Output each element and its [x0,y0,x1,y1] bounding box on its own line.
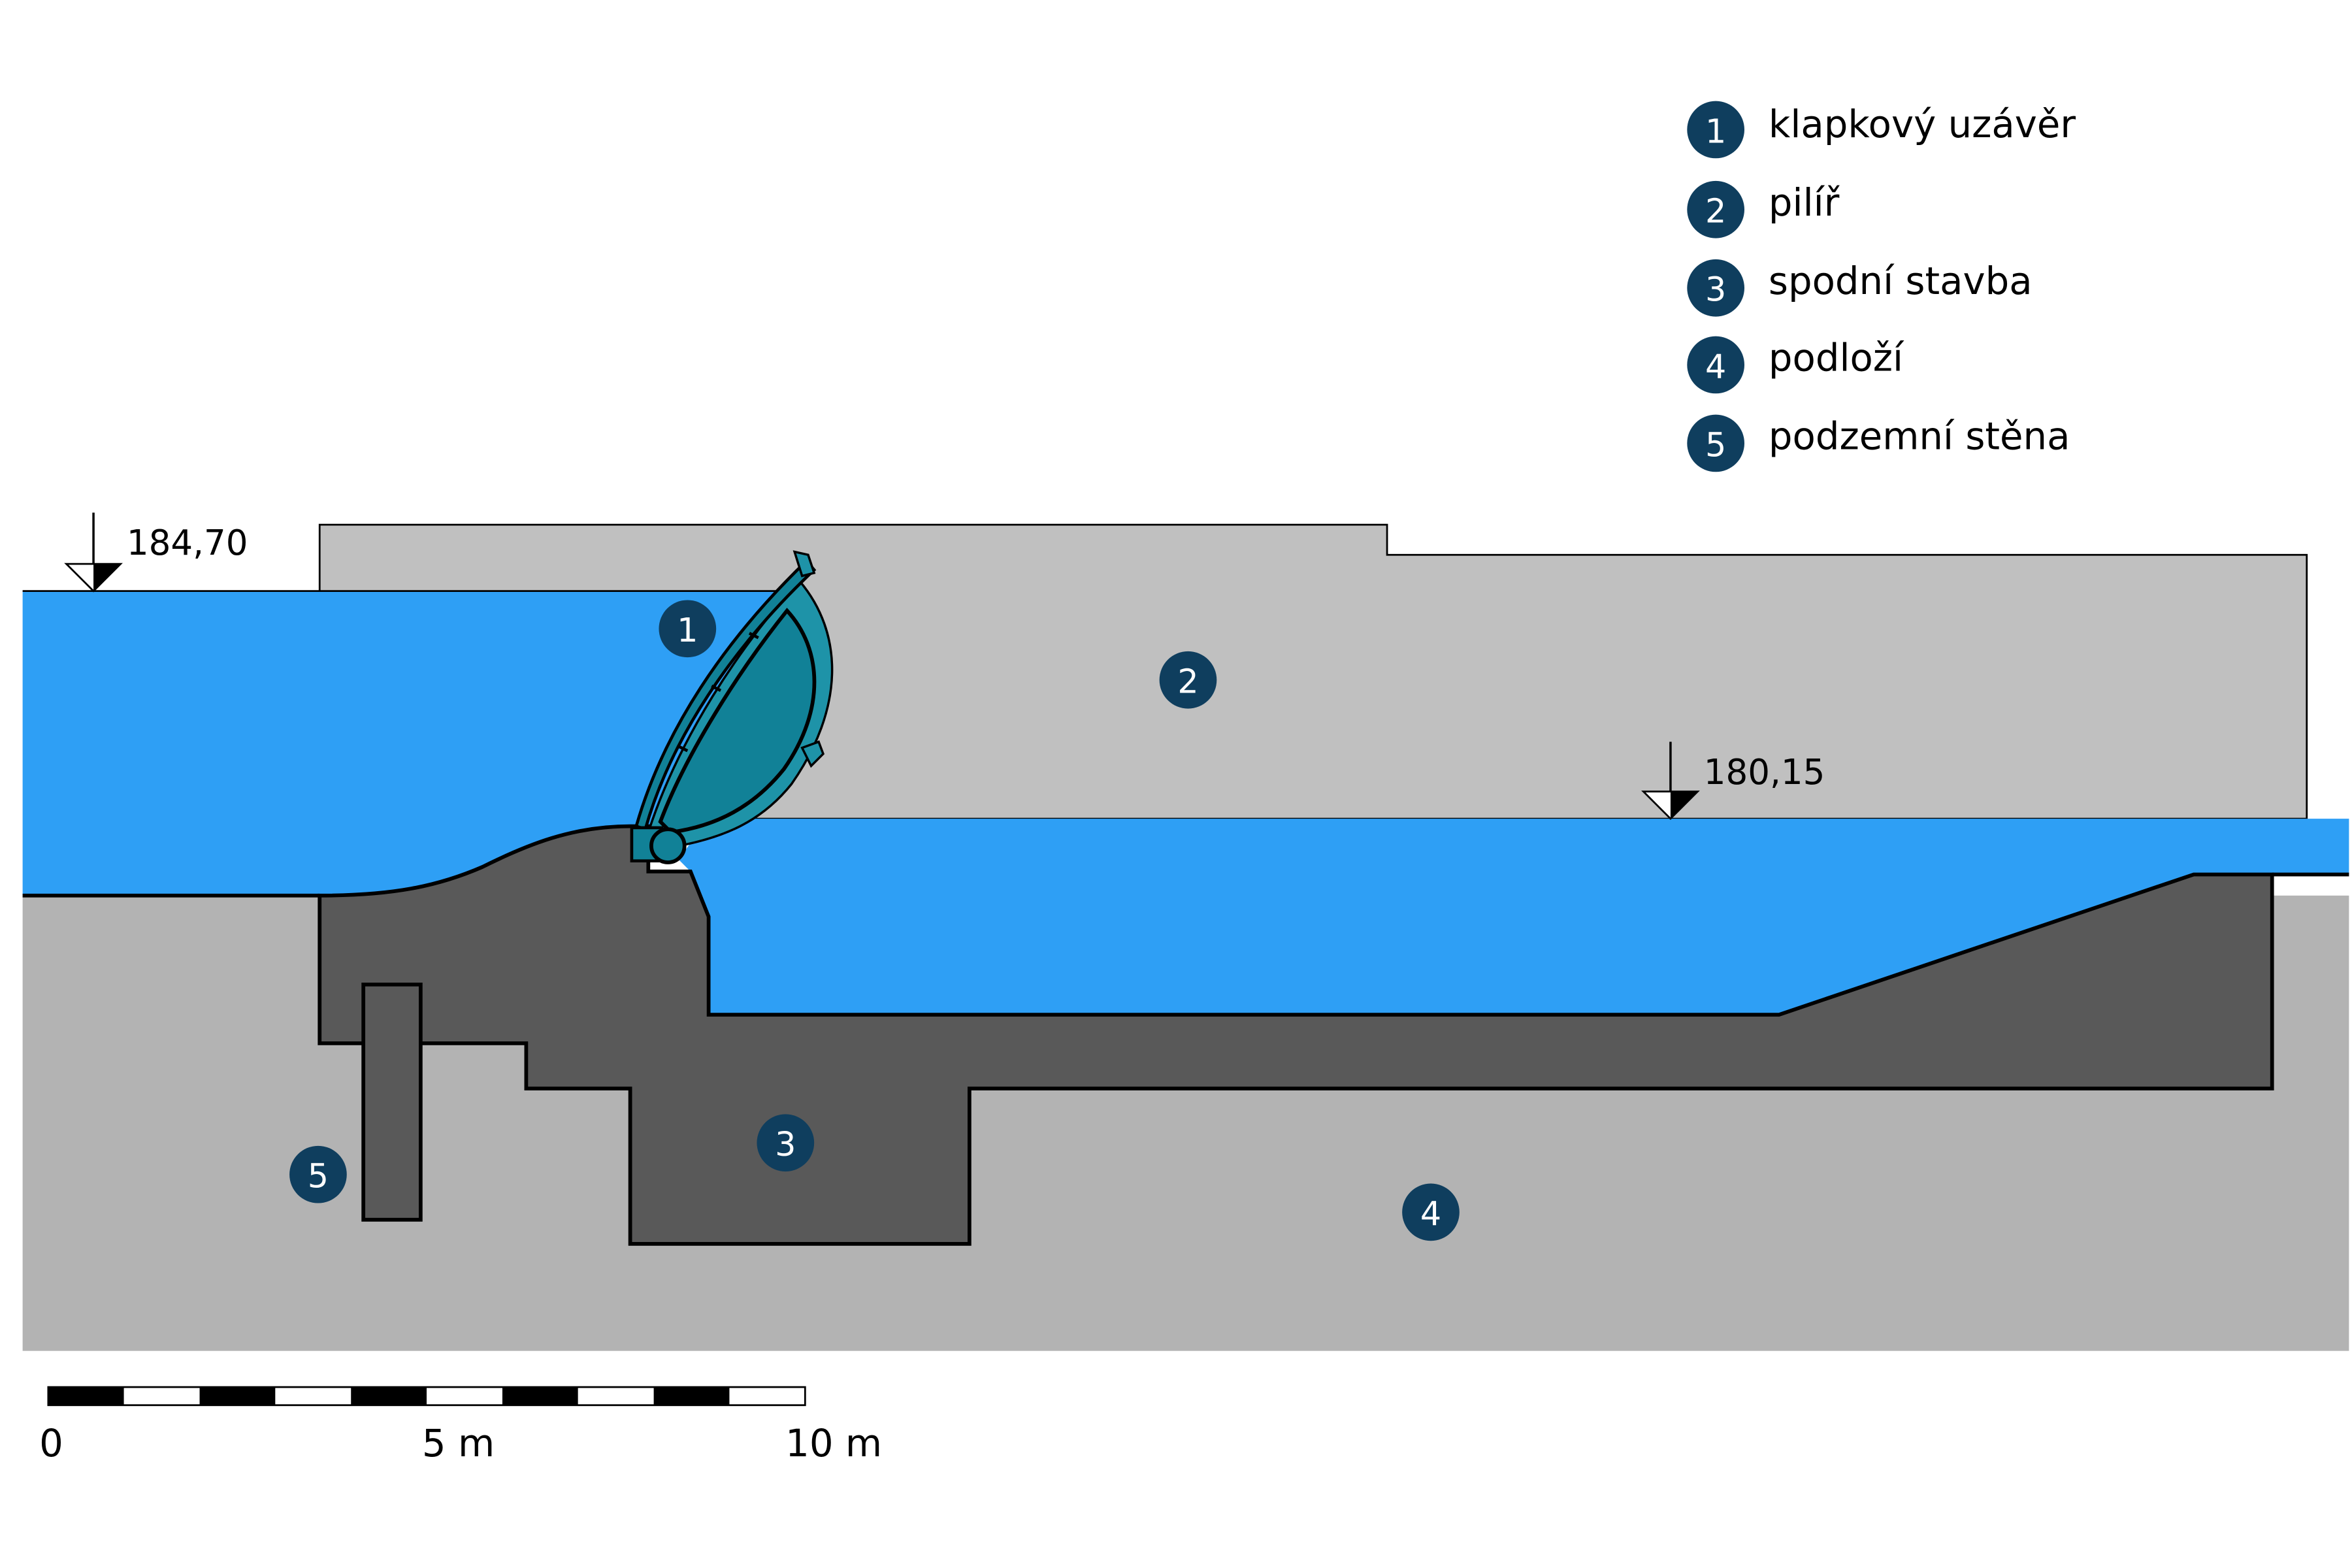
legend-badge-2 [1687,180,1744,238]
downstream-water [678,819,2349,1015]
legend-label-1: klapkový uzávěr [1769,102,2076,146]
legend-item-3: 3 spodní stavba [1687,259,2033,317]
legend-number-3: 3 [1705,270,1726,309]
legend-number-2: 2 [1705,192,1726,231]
scale-bar: 0 5 m 10 m [39,1386,882,1465]
gate-hinge [649,827,687,864]
legend-label-5: podzemní stěna [1769,414,2070,459]
gate-rib-3 [748,632,759,640]
legend-badge-3 [1687,259,1744,317]
scale-bar-segment [199,1387,276,1405]
scale-bar-segment [578,1387,654,1405]
marker-wall-badge [289,1145,347,1203]
legend: 1 klapkový uzávěr 2 pilíř 3 spodní stavb… [1687,101,2076,472]
marker-wall-number: 5 [308,1157,329,1196]
gate-tip [792,550,816,578]
marker-pier-number: 2 [1177,662,1198,701]
marker-gate-number: 1 [677,611,698,649]
legend-item-5: 5 podzemní stěna [1687,414,2070,472]
marker-substructure-badge [757,1114,815,1172]
legend-item-4: 4 podloží [1687,336,1904,394]
marker-gate-badge [659,600,717,658]
scale-bar-segment [502,1387,578,1405]
legend-number-4: 4 [1705,347,1726,385]
marker-subsoil-number: 4 [1420,1194,1441,1233]
upstream-water [22,591,807,896]
upstream-level-triangle-fill [93,564,121,591]
downstream-level-label: 180,15 [1704,752,1825,792]
downstream-level-marker: 180,15 [1641,742,1825,821]
scale-label-10: 10 m [785,1421,882,1465]
scale-bar-segment [48,1387,124,1405]
gate-lug [800,740,825,768]
scale-bar-segments [48,1387,806,1405]
marker-subsoil-badge [1402,1183,1460,1241]
underground-wall [361,983,423,1222]
scale-bar-segment [351,1387,427,1405]
scale-label-5: 5 m [422,1421,495,1465]
legend-badge-4 [1687,336,1744,394]
marker-substructure: 3 [757,1114,815,1172]
legend-item-2: 2 pilíř [1687,180,1840,238]
gate-inner [658,608,817,834]
marker-wall: 5 [289,1145,347,1203]
legend-number-1: 1 [1705,112,1726,150]
scale-label-0: 0 [39,1421,63,1465]
scale-bar-frame [47,1386,806,1407]
legend-item-1: 1 klapkový uzávěr [1687,101,2076,159]
scale-bar-segment [123,1387,200,1405]
downstream-level-triangle-fill [1670,791,1698,819]
upstream-level-label: 184,70 [127,523,248,563]
marker-pier-badge [1159,651,1217,709]
scale-bar-segment [427,1387,502,1405]
upstream-level-marker: 184,70 [64,512,248,593]
legend-number-5: 5 [1705,425,1726,464]
legend-badge-5 [1687,414,1744,472]
marker-subsoil: 4 [1402,1183,1460,1241]
scale-bar-segment [275,1387,351,1405]
legend-badge-1 [1687,101,1744,159]
marker-gate: 1 [659,600,717,658]
legend-label-4: podloží [1769,336,1904,380]
legend-label-3: spodní stavba [1769,259,2033,303]
legend-label-2: pilíř [1769,180,1840,225]
gate-rib-2 [711,684,722,692]
scale-bar-segment [729,1387,806,1405]
marker-substructure-number: 3 [775,1125,796,1164]
marker-pier: 2 [1159,651,1217,709]
flap-gate [630,550,834,864]
scale-bar-segment [653,1387,730,1405]
gate-rib-1 [678,745,689,753]
